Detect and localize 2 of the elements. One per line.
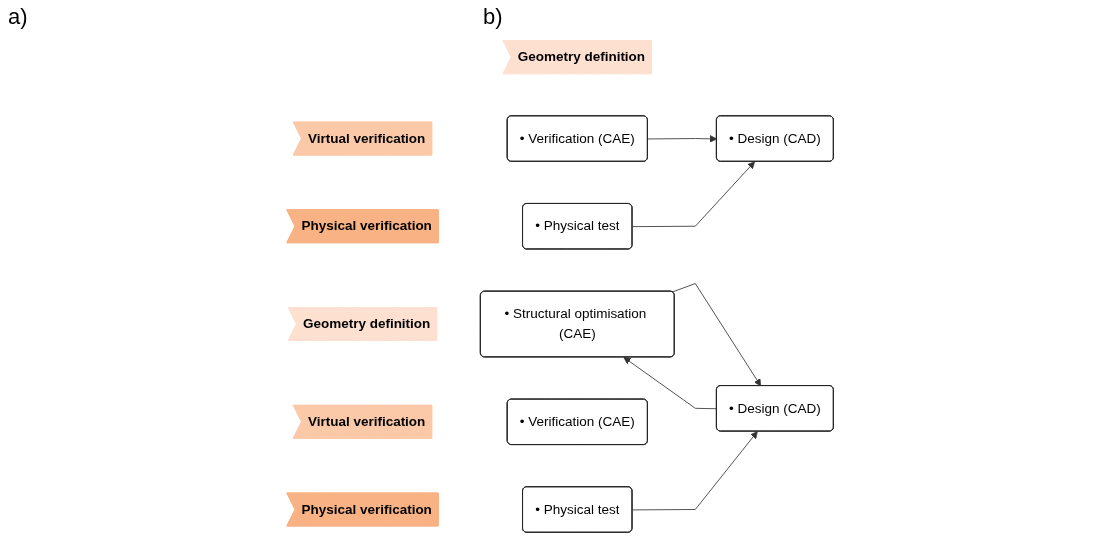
panel-label: b) <box>483 4 503 30</box>
panel-label: a) <box>8 4 28 30</box>
